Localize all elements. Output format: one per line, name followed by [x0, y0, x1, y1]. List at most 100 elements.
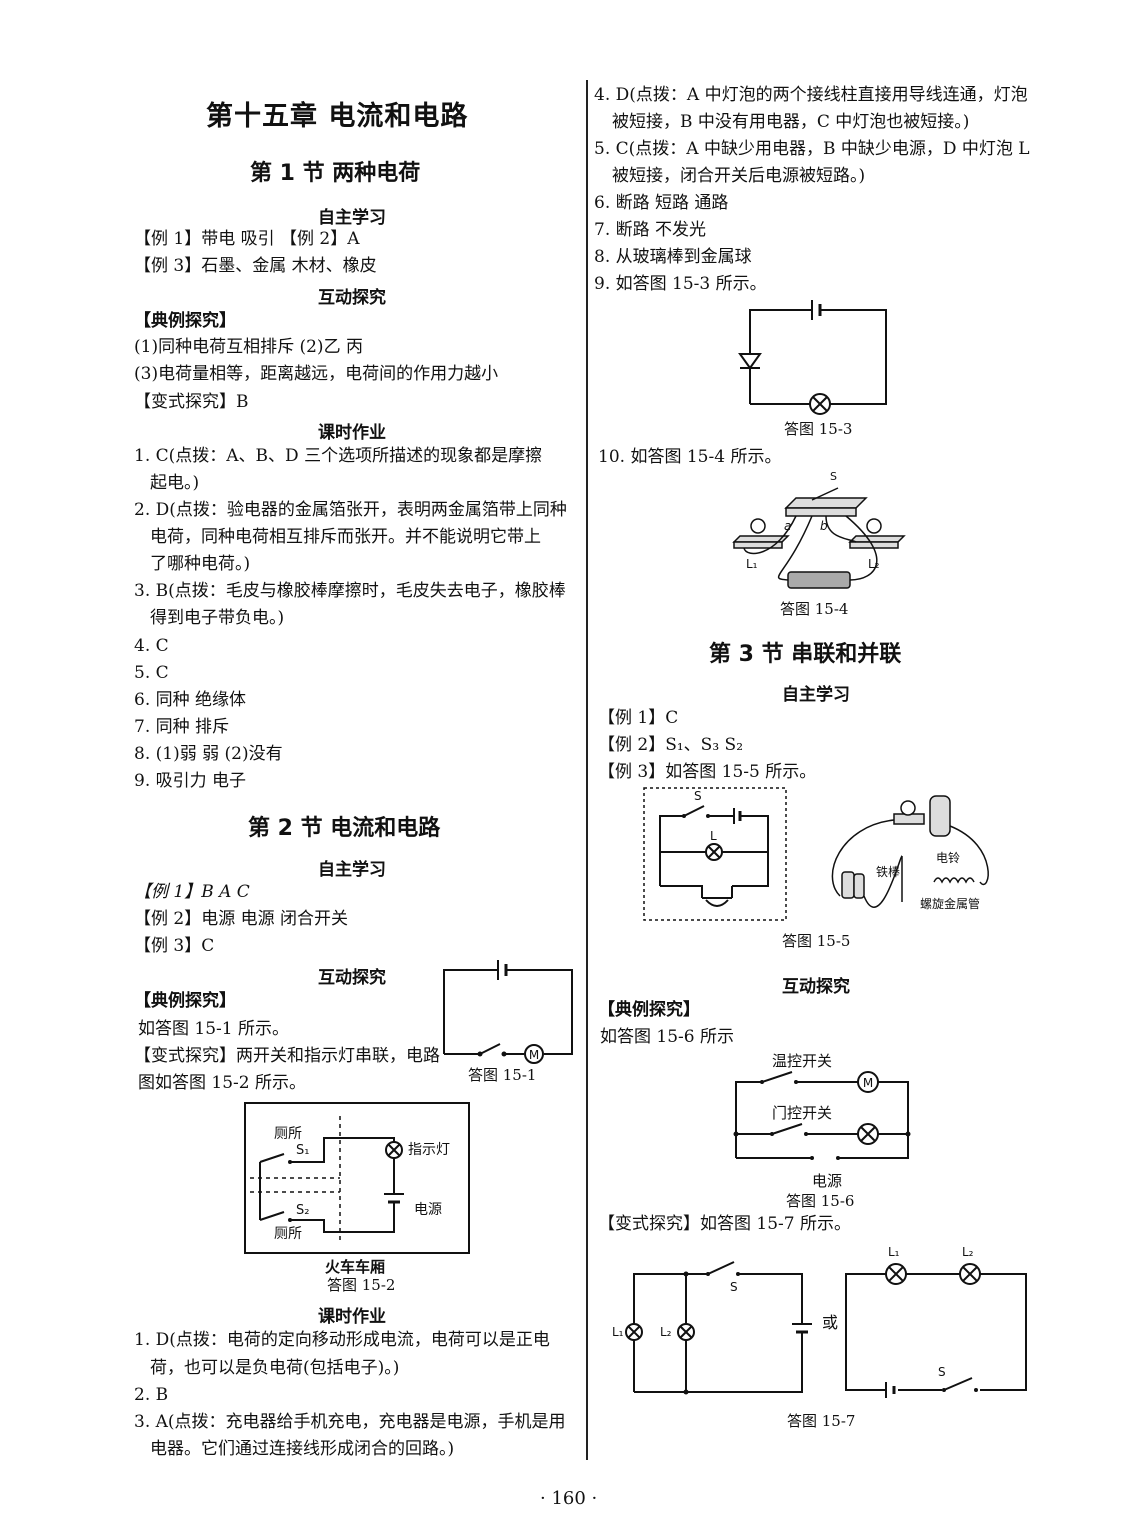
fig5-bar: 铁棒 [876, 865, 900, 879]
sec1-q2a: 2. D(点拨：验电器的金属箔张开，表明两金属箔带上同种 [134, 500, 567, 520]
page-number: · 160 · [540, 1488, 598, 1509]
sec1-q4: 4. C [134, 636, 169, 656]
sec1-q9: 9. 吸引力 电子 [134, 771, 247, 791]
sec1-q7: 7. 同种 排斥 [134, 717, 230, 737]
circuit-figure-15-5: S L 铁棒 电铃 螺旋金属管 [643, 787, 989, 921]
fig-15-7-caption: 答图 15-7 [787, 1412, 856, 1430]
fig-15-2-car: 火车车厢 [325, 1258, 386, 1276]
section-1-title: 第 1 节 两种电荷 [250, 161, 421, 186]
fig4-l2: L₂ [868, 557, 880, 571]
svg-text:M: M [529, 1048, 539, 1062]
fig7-l2-right: L₂ [962, 1245, 974, 1259]
fig7-or: 或 [822, 1313, 838, 1332]
fig2-lamp: 指示灯 [408, 1142, 450, 1158]
fig7-l2-left: L₂ [660, 1325, 672, 1339]
sec1-q3a: 3. B(点拨：毛皮与橡胶棒摩擦时，毛皮失去电子，橡胶棒 [134, 581, 566, 601]
section-3-title: 第 3 节 串联和并联 [709, 642, 902, 667]
sec3-example-2: 【例 2】S₁、S₃ S₂ [598, 735, 744, 755]
sec2-q6: 6. 断路 短路 通路 [594, 193, 729, 213]
sec2-q4b: 被短接，B 中没有用电器，C 中灯泡也被短接。) [612, 112, 970, 132]
sec1-q2c: 了哪种电荷。) [150, 554, 251, 574]
sec2-q5b: 被短接，闭合开关后电源被短路。) [612, 166, 866, 186]
fig5-bell: 电铃 [936, 850, 960, 865]
sec1-q1b: 起电。) [150, 473, 200, 493]
fig-15-5-caption: 答图 15-5 [782, 932, 851, 950]
sec1-hudong-heading: 互动探究 [318, 288, 386, 308]
fig6-door-switch: 门控开关 [772, 1104, 832, 1122]
sec1-dianli-1: (1)同种电荷互相排斥 (2)乙 丙 [134, 337, 363, 357]
fig-15-6-caption: 答图 15-6 [786, 1192, 855, 1210]
circuit-figure-15-6: M 温控开关 门控开关 [733, 1052, 911, 1160]
circuit-figure-15-1: M [443, 960, 573, 1064]
sec2-q3b: 电器。它们通过连接线形成闭合的回路。) [150, 1439, 455, 1459]
sec2-example-1: 【例 1】B A C [134, 882, 250, 902]
sec1-zizhu-heading: 自主学习 [318, 208, 386, 228]
fig4-b: b [820, 519, 828, 533]
fig7-s-left: S [730, 1280, 738, 1294]
sec2-q2: 2. B [134, 1385, 169, 1405]
sec2-q1b: 荷，也可以是负电荷(包括电子)。) [150, 1358, 400, 1378]
chapter-title: 第十五章 电流和电路 [206, 101, 469, 132]
sec2-example-3: 【例 3】C [134, 936, 215, 956]
fig-15-4-caption: 答图 15-4 [780, 600, 849, 618]
fig5-tube: 螺旋金属管 [920, 896, 980, 911]
sec2-bianshi-1: 【变式探究】两开关和指示灯串联，电路 [134, 1046, 440, 1066]
sec1-dianli-label: 【典例探究】 [134, 311, 236, 331]
circuit-figure-15-3 [738, 300, 887, 415]
sec3-bianshi: 【变式探究】如答图 15-7 所示。 [598, 1214, 851, 1234]
fig2-s2: S₂ [296, 1203, 309, 1218]
sec2-q7: 7. 断路 不发光 [594, 220, 707, 240]
sec2-zizhu-heading: 自主学习 [318, 860, 386, 880]
fig2-s1: S₁ [296, 1143, 309, 1158]
sec2-dianli-1: 如答图 15-1 所示。 [138, 1019, 289, 1039]
section-2-title: 第 2 节 电流和电路 [248, 816, 441, 841]
fig2-toilet-1: 厕所 [274, 1126, 302, 1142]
sec2-q1a: 1. D(点拨：电荷的定向移动形成电流，电荷可以是正电 [134, 1330, 550, 1350]
sec2-q4a: 4. D(点拨：A 中灯泡的两个接线柱直接用导线连通，灯泡 [594, 85, 1028, 105]
circuit-figure-15-7: S L₁ L₂ 或 L₁ L₂ S [612, 1245, 1027, 1400]
fig7-s-right: S [938, 1365, 946, 1379]
sec2-q3a: 3. A(点拨：充电器给手机充电，充电器是电源，手机是用 [134, 1412, 566, 1432]
sec2-example-2: 【例 2】电源 电源 闭合开关 [134, 909, 349, 929]
sec2-hudong-heading: 互动探究 [318, 968, 386, 988]
sec1-q8: 8. (1)弱 弱 (2)没有 [134, 744, 283, 764]
sec3-zizhu-heading: 自主学习 [782, 685, 850, 705]
column-divider [586, 80, 588, 1460]
fig4-a: a [784, 519, 791, 533]
circuit-figure-15-4: S a b L₁ L₂ [732, 470, 906, 589]
fig7-l1-right: L₁ [888, 1245, 900, 1259]
fig-15-1-caption: 答图 15-1 [468, 1066, 537, 1084]
circuit-figure-15-2: 厕所 S₁ 指示灯 电源 S₂ 厕所 [244, 1102, 470, 1254]
sec3-hudong-heading: 互动探究 [782, 977, 850, 997]
fig6-temp-switch: 温控开关 [772, 1052, 832, 1070]
fig2-toilet-2: 厕所 [274, 1226, 302, 1242]
fig2-power: 电源 [414, 1202, 442, 1218]
fig5-l: L [710, 829, 717, 843]
sec2-q8: 8. 从玻璃棒到金属球 [594, 247, 752, 267]
fig-15-3-caption: 答图 15-3 [784, 420, 853, 438]
sec2-dianli-label: 【典例探究】 [134, 991, 236, 1011]
fig4-l1: L₁ [746, 557, 758, 571]
sec3-dianli-1: 如答图 15-6 所示 [600, 1027, 734, 1047]
fig5-s: S [694, 789, 702, 803]
sec1-q5: 5. C [134, 663, 169, 683]
sec1-q3b: 得到电子带负电。) [150, 608, 285, 628]
sec1-example-1: 【例 1】带电 吸引 【例 2】A [134, 229, 360, 249]
fig4-s: S [830, 470, 837, 483]
sec1-q1a: 1. C(点拨：A、B、D 三个选项所描述的现象都是摩擦 [134, 446, 543, 466]
sec1-keshi-heading: 课时作业 [318, 423, 386, 443]
sec1-example-3: 【例 3】石墨、金属 木材、橡皮 [134, 256, 377, 276]
sec3-dianli-label: 【典例探究】 [598, 1000, 700, 1020]
sec1-dianli-3: (3)电荷量相等，距离越远，电荷间的作用力越小 [134, 364, 499, 384]
sec3-example-3: 【例 3】如答图 15-5 所示。 [598, 762, 817, 782]
fig-15-6-power: 电源 [812, 1172, 843, 1190]
sec2-keshi-heading: 课时作业 [318, 1307, 386, 1327]
svg-text:M: M [863, 1076, 873, 1090]
sec2-q5a: 5. C(点拨：A 中缺少用电器，B 中缺少电源，D 中灯泡 L [594, 139, 1030, 159]
fig7-l1-left: L₁ [612, 1325, 624, 1339]
sec2-q9: 9. 如答图 15-3 所示。 [594, 274, 767, 294]
sec1-bianshi: 【变式探究】B [134, 392, 249, 412]
sec1-q6: 6. 同种 绝缘体 [134, 690, 247, 710]
sec1-q2b: 电荷，同种电荷相互排斥而张开。并不能说明它带上 [150, 527, 541, 547]
sec3-example-1: 【例 1】C [598, 708, 679, 728]
